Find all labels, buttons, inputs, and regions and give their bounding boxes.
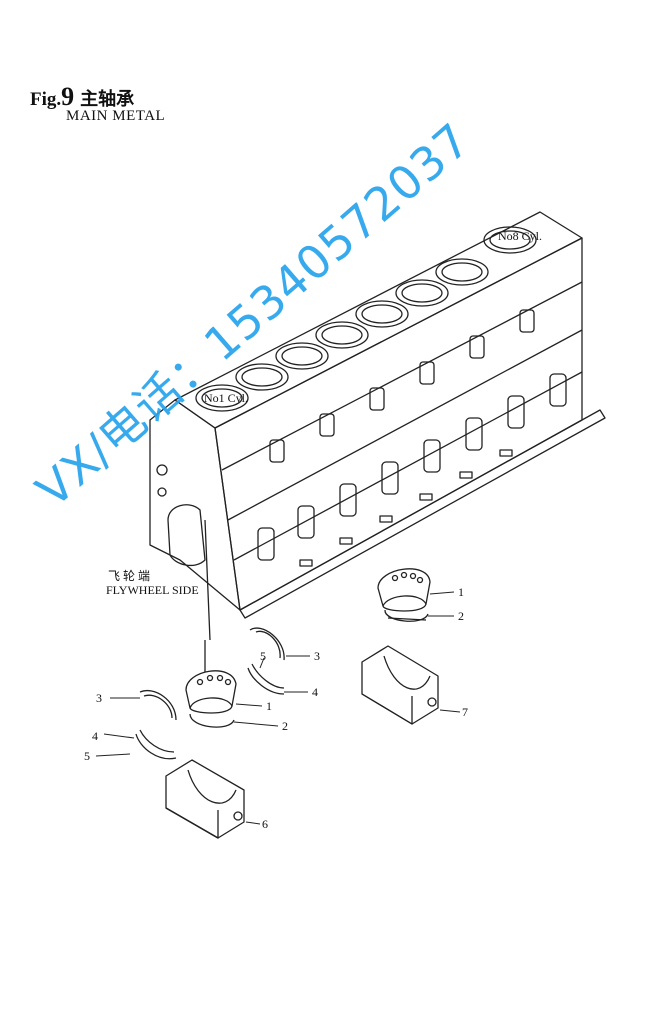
figure-title-en: MAIN METAL — [66, 108, 166, 124]
main-bearing-cap-6 — [165, 759, 245, 839]
main-bearing-cap-7 — [361, 645, 439, 725]
callout-1-middle: 1 — [266, 699, 272, 713]
callout-3-lower: 3 — [96, 691, 102, 705]
block-ports — [257, 309, 567, 561]
thrust-washer-3-lower — [139, 690, 177, 721]
callout-2-upper: 2 — [458, 609, 464, 623]
label-no1-cyl: No1 Cyl. — [204, 391, 248, 405]
callout-3-upper: 3 — [314, 649, 320, 663]
label-flywheel-cn: 飞 轮 端 — [108, 569, 150, 583]
callout-4-upper: 4 — [312, 685, 318, 699]
callout-7: 7 — [462, 705, 468, 719]
thrust-washer-4-lower — [135, 729, 177, 760]
callout-2-middle: 2 — [282, 719, 288, 733]
callout-6: 6 — [262, 817, 268, 831]
callout-5-upper: 5 — [260, 649, 266, 663]
figure-prefix: Fig. — [30, 89, 62, 110]
bearing-shell-middle — [185, 670, 237, 728]
callout-5-lower: 5 — [84, 749, 90, 763]
thrust-washer-3-upper — [249, 627, 285, 661]
figure-number: 9 — [61, 82, 75, 111]
thrust-washer-4-upper — [247, 663, 285, 695]
label-flywheel-en: FLYWHEEL SIDE — [106, 583, 199, 597]
label-no8-cyl: No8 Cyl. — [498, 229, 542, 243]
cylinder-bores — [195, 226, 537, 412]
cylinder-block — [149, 211, 606, 672]
callout-4-lower: 4 — [92, 729, 98, 743]
leader-lines — [95, 591, 461, 825]
bearing-shell-upper-right — [377, 568, 431, 622]
figure-title-cn: 主轴承 — [80, 89, 135, 110]
callout-1-upper: 1 — [458, 585, 464, 599]
block-pads — [299, 449, 513, 567]
